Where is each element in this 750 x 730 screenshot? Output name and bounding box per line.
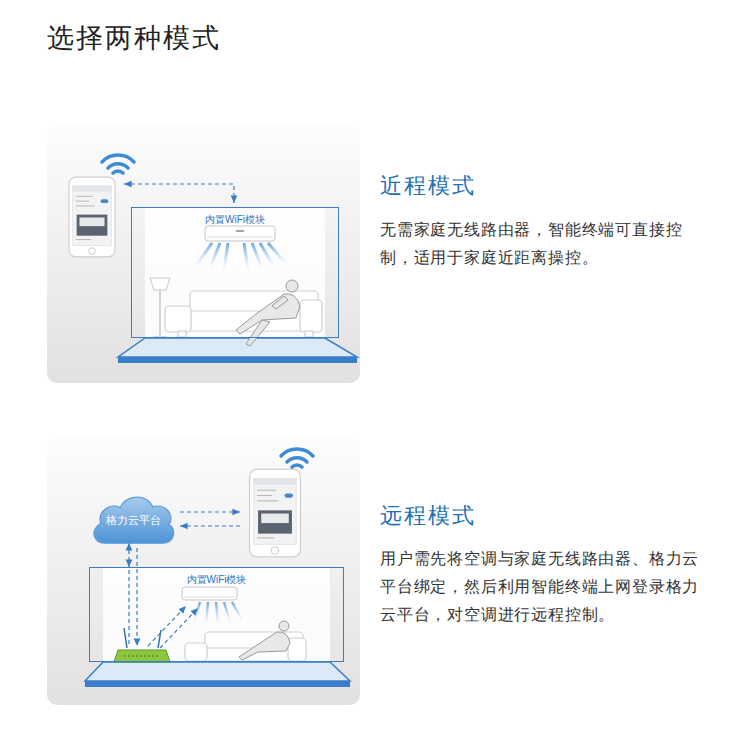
person-figure: [272, 296, 288, 309]
airflow: [210, 243, 220, 268]
air-conditioner: [182, 587, 237, 600]
airflow: [268, 243, 286, 264]
smartphone: [250, 469, 301, 557]
sofa: [165, 291, 322, 337]
sofa: [185, 643, 207, 661]
air-conditioner: [184, 597, 235, 598]
mode-heading: 远程模式: [380, 501, 476, 531]
cloud-label: 格力云平台: [106, 509, 161, 528]
floor-lamp: [159, 290, 161, 336]
wifi-signal: [281, 449, 313, 467]
airflow: [224, 243, 228, 270]
signal-arrow: [180, 525, 240, 526]
smartphone: [69, 177, 115, 257]
room-outline: 内置WiFi模块: [89, 567, 344, 662]
wireless-router: [124, 656, 160, 657]
sofa: [300, 300, 322, 332]
cloud-shape: [94, 497, 174, 543]
air-conditioner: [205, 226, 275, 241]
person-figure: [236, 280, 300, 346]
page-title: 选择两种模式: [47, 20, 221, 56]
air-conditioner: [182, 587, 237, 600]
air-conditioner: [236, 230, 244, 232]
signal-arrow: [128, 570, 129, 646]
mode-heading: 近程模式: [380, 171, 476, 201]
room-floor: [85, 567, 350, 687]
person-figure: [279, 621, 289, 631]
floor-lamp: [150, 278, 170, 290]
room-floor: [118, 207, 357, 363]
room-floor: [85, 662, 350, 681]
sofa: [288, 638, 306, 661]
room-floor: [145, 207, 325, 338]
signal-connector: [128, 543, 129, 567]
cloud-platform: 格力云平台: [88, 490, 178, 546]
room-floor: [118, 338, 357, 357]
airflow: [232, 602, 242, 620]
mode-description: 用户需先将空调与家庭无线路由器、格力云平台绑定，然后利用智能终端上网登录格力云平…: [380, 545, 705, 629]
airflow: [196, 243, 212, 266]
signal-arrow: [160, 608, 198, 648]
air-conditioner: [205, 226, 275, 241]
airflow: [244, 243, 248, 270]
module-label: 内置WiFi模块: [90, 573, 343, 587]
person-figure: [239, 632, 290, 660]
airflow: [224, 602, 230, 622]
mode-description: 无需家庭无线路由器，智能终端可直接控制，适用于家庭近距离操控。: [380, 216, 698, 272]
wifi-signal: [102, 155, 134, 173]
panel-background: [47, 437, 360, 705]
module-label: 内置WiFi模块: [132, 213, 338, 227]
airflow: [196, 243, 286, 271]
sofa: [165, 306, 191, 332]
signal-arrow: [180, 511, 240, 512]
wireless-router: [114, 628, 170, 662]
wireless-router: [158, 630, 161, 648]
sofa: [185, 632, 306, 661]
panel-background: [47, 125, 360, 705]
person-figure: [236, 294, 300, 334]
signal-arrow: [136, 548, 137, 646]
signal-arrow: [124, 184, 234, 203]
person-figure: [246, 320, 270, 346]
airflow: [206, 602, 208, 624]
room-outline: 内置WiFi模块: [131, 207, 339, 338]
room-floor: [85, 681, 350, 687]
panel-background: [47, 125, 360, 383]
wireless-router: [114, 650, 170, 662]
person-figure: [286, 280, 298, 292]
sofa: [305, 331, 313, 337]
air-conditioner: [207, 237, 273, 238]
sofa: [178, 331, 186, 337]
airflow: [216, 602, 218, 624]
airflow: [235, 243, 238, 271]
wireless-router: [124, 628, 127, 648]
room-floor: [118, 357, 357, 363]
airflow: [194, 602, 242, 624]
person-figure: [239, 621, 290, 660]
